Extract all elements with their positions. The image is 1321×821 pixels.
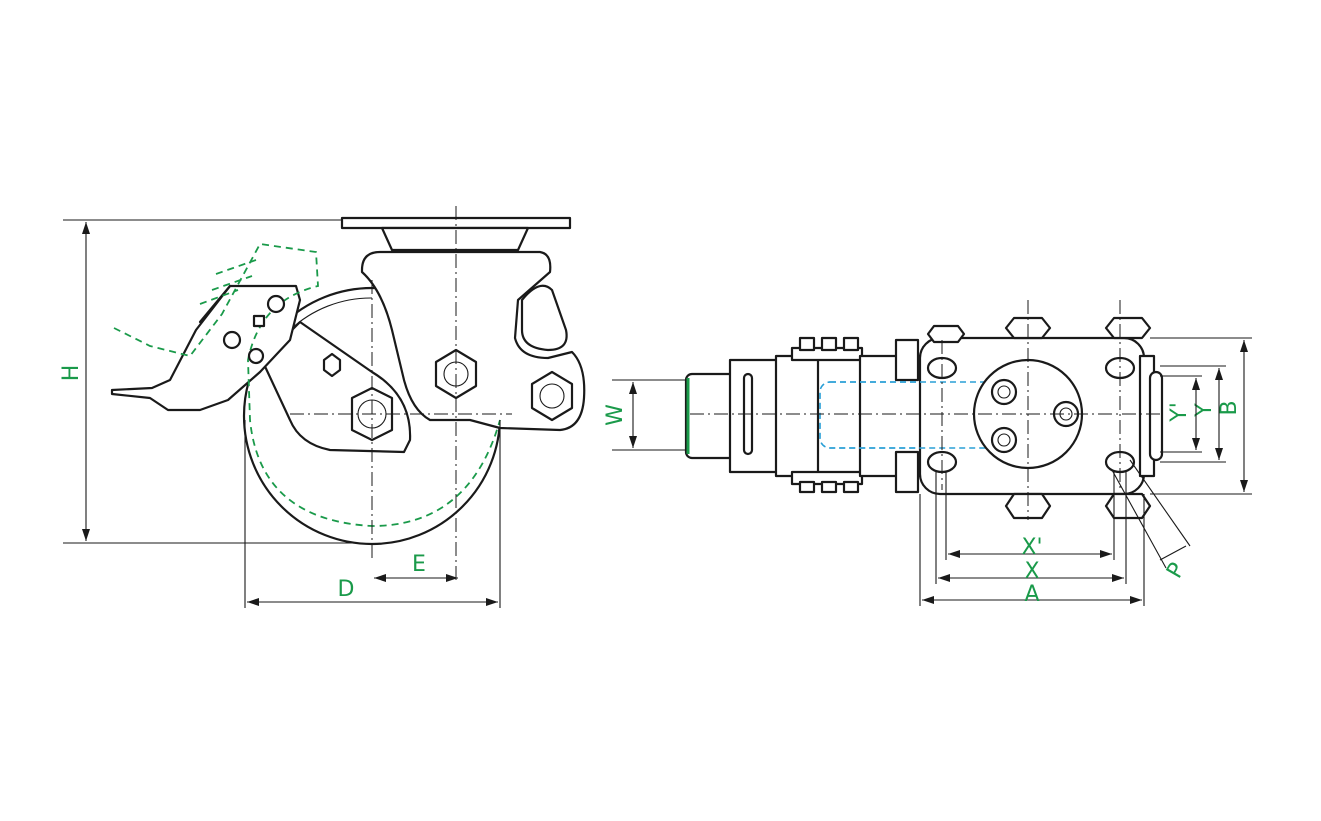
small-bolt xyxy=(247,347,265,365)
small-bolt xyxy=(222,330,242,350)
top-view: W A X X' xyxy=(603,300,1252,607)
raceway-bolt xyxy=(990,378,1018,406)
dimension-x-alt: X' xyxy=(945,472,1115,560)
fork-body xyxy=(360,250,586,432)
small-bolt xyxy=(266,294,286,314)
label-x-alt: X' xyxy=(1021,535,1042,560)
label-w: W xyxy=(603,404,628,426)
dimension-d: D xyxy=(244,420,501,608)
dimension-h: H xyxy=(59,219,372,544)
dimension-y: Y xyxy=(1160,365,1226,463)
small-nut xyxy=(322,352,342,378)
swivel-bearing xyxy=(380,226,530,252)
brake-nut xyxy=(820,336,838,352)
brake-nut xyxy=(842,336,860,352)
label-e: E xyxy=(412,552,426,577)
label-a: A xyxy=(1024,582,1039,607)
plate-nut xyxy=(926,324,966,344)
label-p: P xyxy=(1162,559,1190,583)
brake-block xyxy=(774,354,820,478)
dimension-w: W xyxy=(603,379,686,451)
side-view: H xyxy=(59,206,586,608)
label-d: D xyxy=(338,577,355,602)
dimension-b: B xyxy=(1150,337,1252,495)
brake-pedal-line xyxy=(198,284,232,324)
wheel-tread-top xyxy=(684,372,738,460)
dimension-y-alt: Y' xyxy=(1160,375,1202,453)
label-h: H xyxy=(59,365,84,382)
rear-axle-nut xyxy=(530,370,574,422)
label-y: Y xyxy=(1192,403,1217,418)
dimension-e: E xyxy=(374,552,458,582)
small-pin xyxy=(252,314,266,328)
label-y-alt: Y' xyxy=(1167,402,1192,423)
brake-nut xyxy=(798,480,816,494)
label-x: X xyxy=(1024,559,1039,584)
brake-nut xyxy=(820,480,838,494)
brake-nut xyxy=(842,480,860,494)
axle-housing xyxy=(728,358,782,474)
brake-nut xyxy=(798,336,816,352)
plate-nut xyxy=(1104,492,1152,520)
label-b: B xyxy=(1217,400,1242,415)
fork-cutout xyxy=(520,284,568,352)
raceway-bolt xyxy=(990,426,1018,454)
dimension-x: X xyxy=(935,472,1127,584)
plate-nut xyxy=(1104,316,1152,340)
dimension-a: A xyxy=(919,494,1145,607)
brake-phantom-pedal xyxy=(199,259,257,305)
